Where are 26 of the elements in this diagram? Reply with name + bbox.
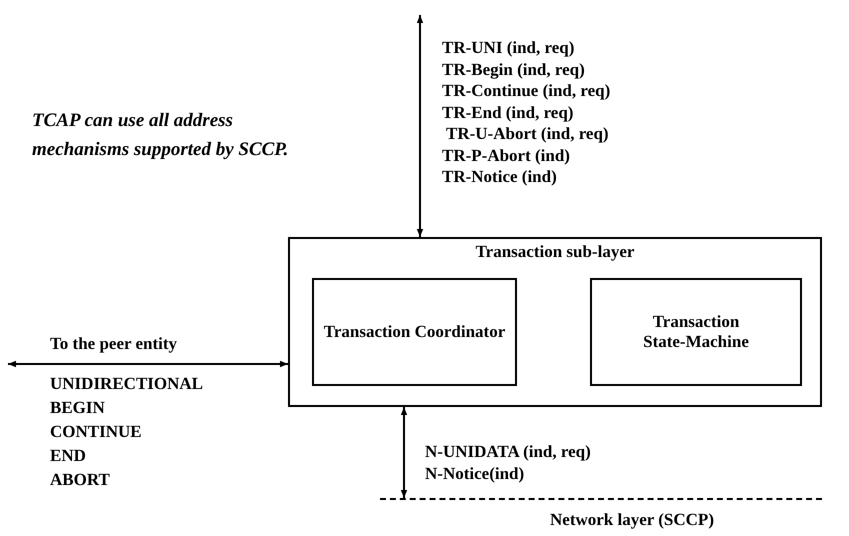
layer-box <box>288 237 822 407</box>
primitive-label: TR-U-Abort (ind, req) <box>446 124 609 144</box>
layer-label: Network layer (SCCP) <box>550 510 714 530</box>
primitive-label: TR-Notice (ind) <box>442 167 557 187</box>
message-label: ABORT <box>50 470 110 490</box>
message-label: CONTINUE <box>50 422 142 442</box>
box-label: Transaction State-Machine <box>642 312 750 352</box>
process-box <box>590 278 802 386</box>
primitive-label: TR-P-Abort (ind) <box>442 146 570 166</box>
box-label: Transaction Coordinator <box>322 322 506 342</box>
double-arrow <box>400 407 408 498</box>
message-label: BEGIN <box>50 398 105 418</box>
primitive-label: TR-Begin (ind, req) <box>442 60 585 80</box>
note-text: TCAP can use all address mechanisms supported by SCCP. <box>32 109 290 162</box>
layer-heading: Transaction sub-layer <box>474 242 636 262</box>
message-label: UNIDIRECTIONAL <box>50 374 204 394</box>
double-arrow <box>8 360 288 368</box>
primitive-label: N-Notice(ind) <box>425 464 524 484</box>
primitive-label: TR-End (ind, req) <box>442 102 574 122</box>
primitive-label: N-UNIDATA (ind, req) <box>425 442 591 462</box>
double-arrow <box>416 15 424 237</box>
message-label: END <box>50 446 86 466</box>
process-box <box>312 278 517 386</box>
primitive-label: TR-Continue (ind, req) <box>442 81 610 101</box>
primitive-label: TR-UNI (ind, req) <box>442 38 574 58</box>
edge-label: To the peer entity <box>50 334 178 354</box>
